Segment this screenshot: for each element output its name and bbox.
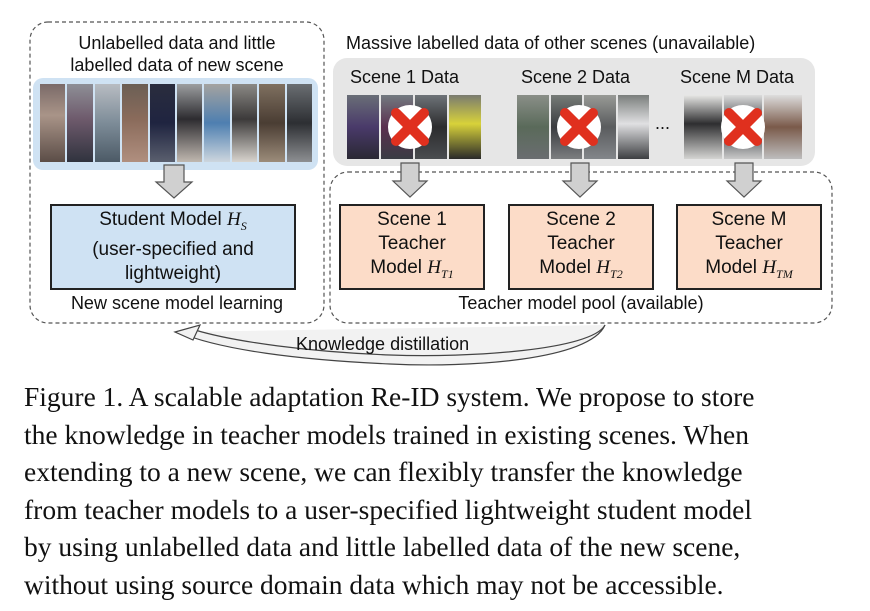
teacher-label: Teacher <box>547 233 615 255</box>
scene1-teacher-box: Scene 1 Teacher Model HT1 <box>339 204 485 290</box>
teacher-scene-label: Scene 2 <box>546 209 616 231</box>
unavailable-x-icon <box>388 105 432 149</box>
student-model-box: Student Model HS (user-specified and lig… <box>50 204 296 290</box>
pedestrian-image <box>617 95 649 159</box>
distillation-arrowhead-icon <box>173 324 202 341</box>
pedestrian-image <box>347 95 379 159</box>
teacher-model-symbol: HT2 <box>596 257 623 281</box>
distillation-arrow <box>177 324 606 366</box>
model-label: Model <box>370 257 423 279</box>
down-arrow-icon <box>154 164 194 199</box>
pedestrian-image <box>764 95 802 159</box>
pedestrian-image <box>67 84 93 162</box>
new-scene-heading-line2: labelled data of new scene <box>70 55 284 75</box>
down-arrow-icon <box>561 162 599 198</box>
teacher-scene-label: Scene 1 <box>377 209 447 231</box>
sceneM-data-label: Scene M Data <box>680 67 795 87</box>
student-model-symbol: HS <box>227 209 247 233</box>
new-scene-image-strip <box>40 84 312 162</box>
pedestrian-image <box>231 84 258 162</box>
pedestrian-image <box>40 84 66 162</box>
caption-line: from teacher models to a user-specified … <box>24 493 752 525</box>
ellipsis: ... <box>655 113 671 133</box>
student-model-desc-line1: (user-specified and <box>92 238 254 260</box>
pedestrian-image <box>94 84 121 162</box>
unavailable-x-icon <box>721 105 765 149</box>
figure-caption: Figure 1. A scalable adaptation Re-ID sy… <box>24 378 844 604</box>
scene2-teacher-box: Scene 2 Teacher Model HT2 <box>508 204 654 290</box>
pedestrian-image <box>449 95 481 159</box>
pedestrian-image <box>204 84 230 162</box>
model-label: Model <box>539 257 592 279</box>
new-scene-region <box>29 21 325 324</box>
caption-line: Figure 1. A scalable adaptation Re-ID sy… <box>24 381 755 412</box>
caption-line: extending to a new scene, we can flexibl… <box>24 456 743 488</box>
teacher-model-symbol: HT1 <box>427 257 454 281</box>
student-model-title: Student Model <box>99 209 222 231</box>
teacher-label: Teacher <box>715 233 783 255</box>
teacher-label: Teacher <box>378 233 446 255</box>
caption-line: the knowledge in teacher models trained … <box>24 418 749 450</box>
unavailable-x-icon <box>557 105 601 149</box>
distillation-label: Knowledge distillation <box>296 334 470 354</box>
model-label: Model <box>705 257 758 279</box>
scene2-data-label: Scene 2 Data <box>521 67 631 87</box>
massive-data-heading: Massive labelled data of other scenes (u… <box>346 33 756 53</box>
scene1-data-label: Scene 1 Data <box>350 67 460 87</box>
teacher-model-symbol: HTM <box>762 257 793 281</box>
caption-line: without using source domain data which m… <box>24 568 724 600</box>
pedestrian-image <box>286 84 312 162</box>
teacher-pool-footer: Teacher model pool (available) <box>458 293 704 313</box>
caption-line: by using unlabelled data and little labe… <box>24 531 741 563</box>
down-arrow-icon <box>725 162 763 198</box>
teacher-scene-label: Scene M <box>711 209 787 231</box>
sceneM-teacher-box: Scene M Teacher Model HTM <box>676 204 822 290</box>
pedestrian-image <box>259 84 285 162</box>
pedestrian-image <box>517 95 549 159</box>
new-scene-heading-line1: Unlabelled data and little <box>78 33 276 53</box>
pedestrian-image <box>684 95 722 159</box>
pedestrian-image <box>177 84 203 162</box>
pedestrian-image <box>149 84 176 162</box>
new-scene-footer: New scene model learning <box>70 293 284 313</box>
pedestrian-image <box>122 84 148 162</box>
student-model-desc-line2: lightweight) <box>124 262 222 284</box>
down-arrow-icon <box>391 162 429 198</box>
